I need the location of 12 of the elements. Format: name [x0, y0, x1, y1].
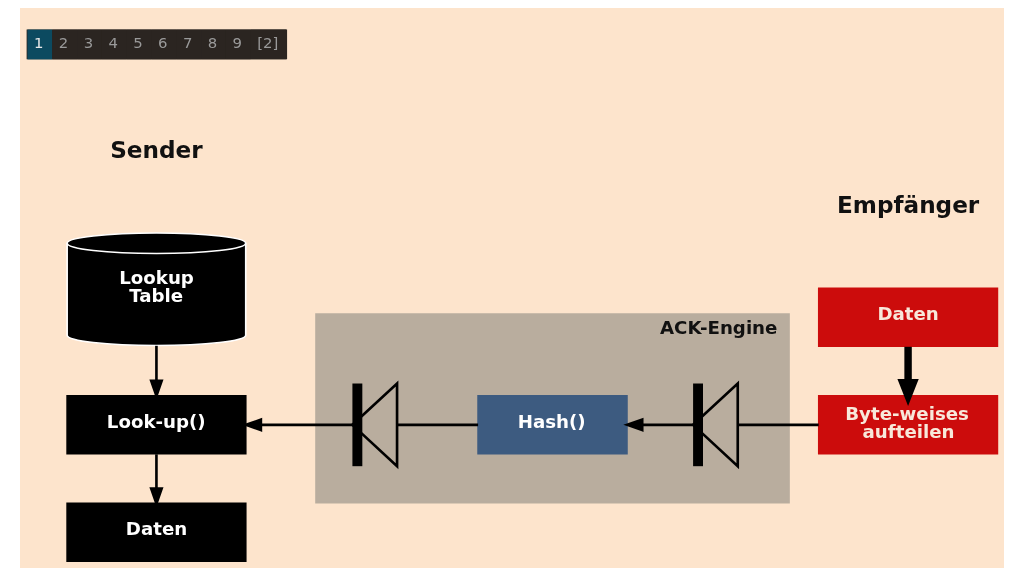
label: Sender	[110, 137, 203, 164]
label: 8	[207, 34, 218, 53]
label: 2	[58, 34, 69, 53]
label: 3	[83, 34, 94, 53]
label: 7	[182, 34, 193, 53]
label: 1	[34, 34, 44, 53]
label: 4	[108, 34, 118, 53]
label: 6	[158, 34, 168, 53]
label: 9	[232, 34, 242, 53]
label: [2]	[257, 34, 279, 53]
label: Empfänger	[836, 191, 980, 218]
label: 5	[133, 34, 143, 53]
